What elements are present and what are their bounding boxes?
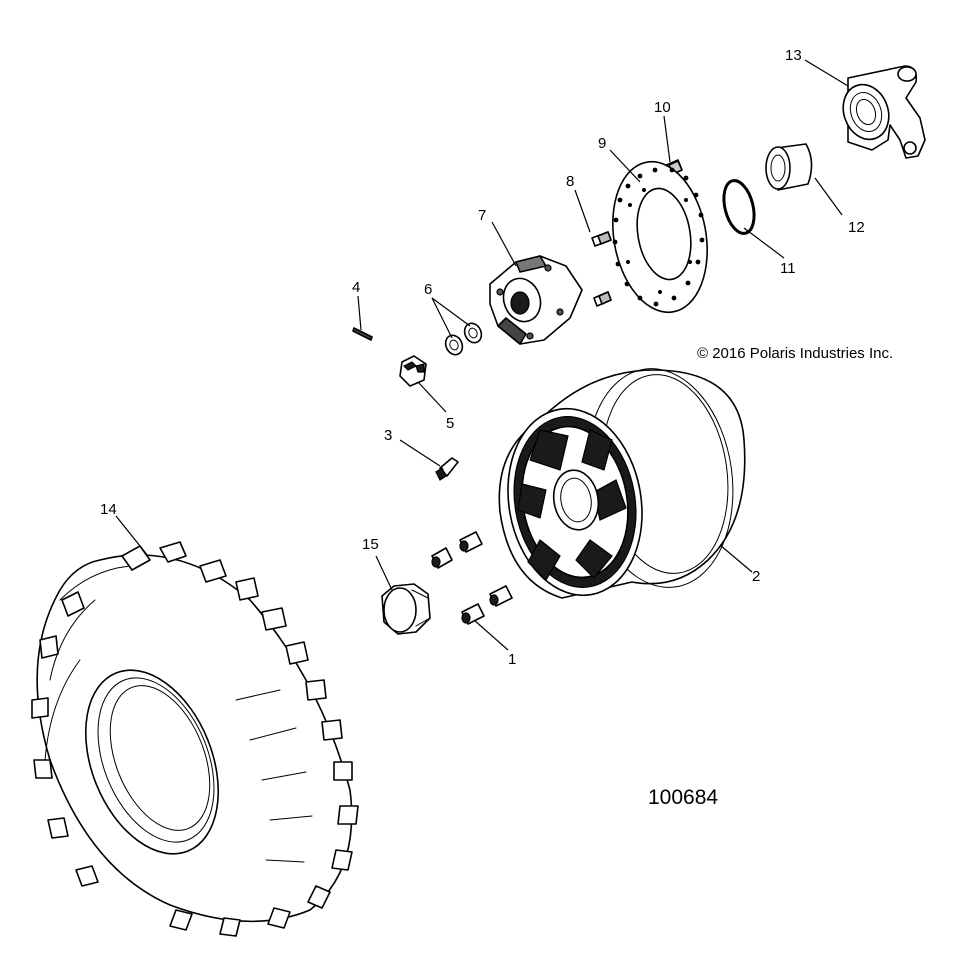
- callout-3: 3: [384, 427, 392, 444]
- callout-14: 14: [100, 501, 117, 518]
- copyright-notice: © 2016 Polaris Industries Inc.: [697, 345, 893, 362]
- callout-12: 12: [848, 219, 865, 236]
- part-6-washers: [444, 322, 483, 356]
- part-3-valve-stem: [435, 457, 459, 481]
- rim-spokes: [517, 429, 627, 581]
- callout-11: 11: [780, 260, 796, 277]
- part-5-castle-nut: [399, 355, 427, 387]
- callout-13: 13: [785, 47, 802, 64]
- callout-7: 7: [478, 207, 486, 224]
- part-14-tire: [31, 541, 359, 937]
- leader-lines: [115, 59, 849, 651]
- part-7-wheel-hub: [489, 255, 583, 345]
- part-13-bearing-carrier: [842, 65, 926, 159]
- callout-10: 10: [654, 99, 671, 116]
- callout-8: 8: [566, 173, 574, 190]
- callout-4: 4: [352, 279, 360, 296]
- tire-tread-lugs: [31, 541, 359, 937]
- callout-9: 9: [598, 135, 606, 152]
- callout-15: 15: [362, 536, 379, 553]
- callout-2: 2: [752, 568, 760, 585]
- callout-6: 6: [424, 281, 432, 298]
- part-11-retaining-ring: [722, 179, 756, 235]
- part-12-wheel-bearing: [765, 143, 813, 191]
- part-4-cotter-pin: [352, 327, 373, 341]
- brake-disc-holes: [612, 167, 705, 307]
- callout-1: 1: [508, 651, 516, 668]
- part-9-brake-disc: [612, 160, 708, 314]
- figure-number: 100684: [648, 786, 718, 809]
- callout-labels: 13 12 11 10 9 8 7 4 6 5 3 2 15 1 14: [100, 47, 865, 668]
- part-8-hub-bolts: [591, 231, 612, 307]
- part-2-wheel-rim: [498, 368, 746, 599]
- part-15-center-cap: [381, 583, 431, 635]
- part-1-lug-nuts: [431, 531, 513, 625]
- callout-5: 5: [446, 415, 454, 432]
